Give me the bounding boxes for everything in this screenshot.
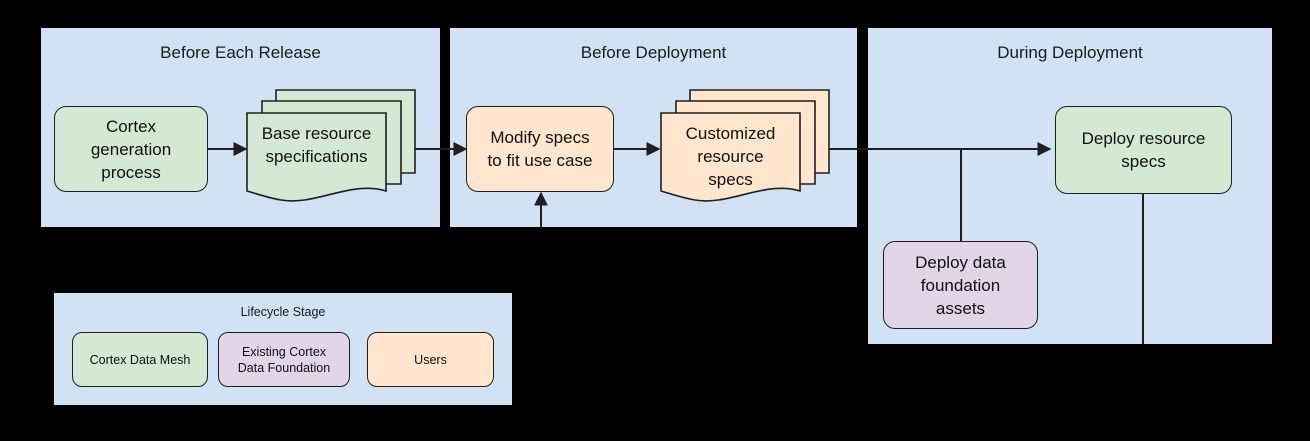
node-base-resource-specifications[interactable]: Base resource specifications	[245, 88, 417, 206]
node-label: Cortex generation process	[90, 116, 172, 182]
panel-title-during-deployment: During Deployment	[997, 43, 1143, 62]
node-label: Deploy data foundation assets	[915, 252, 1006, 318]
legend-item-label: Users	[414, 352, 447, 367]
legend-title: Lifecycle Stage	[240, 305, 326, 319]
node-label: Modify specs to fit use case	[487, 128, 593, 170]
panel-title-before-deployment: Before Deployment	[580, 43, 727, 62]
node-modify-specs[interactable]: Modify specs to fit use case	[466, 106, 614, 192]
node-customized-resource-specs[interactable]: Customized resource specs	[659, 88, 831, 206]
node-label: Deploy resource specs	[1081, 129, 1206, 171]
panel-title-before-each-release: Before Each Release	[160, 43, 321, 62]
legend-panel: Lifecycle Stage Cortex Data Mesh Existin…	[54, 293, 512, 405]
document-sheet-front	[660, 112, 801, 202]
node-deploy-data-foundation-assets[interactable]: Deploy data foundation assets	[883, 241, 1038, 329]
legend-item-existing-cortex-data-foundation[interactable]: Existing Cortex Data Foundation	[218, 332, 350, 387]
node-deploy-resource-specs[interactable]: Deploy resource specs	[1055, 106, 1232, 194]
legend-item-cortex-data-mesh[interactable]: Cortex Data Mesh	[72, 332, 208, 387]
legend-item-label: Cortex Data Mesh	[89, 352, 191, 367]
node-cortex-generation-process[interactable]: Cortex generation process	[54, 106, 208, 192]
legend-item-label: Existing Cortex Data Foundation	[237, 344, 331, 375]
document-sheet-front	[246, 112, 387, 202]
legend-item-users[interactable]: Users	[367, 332, 494, 387]
